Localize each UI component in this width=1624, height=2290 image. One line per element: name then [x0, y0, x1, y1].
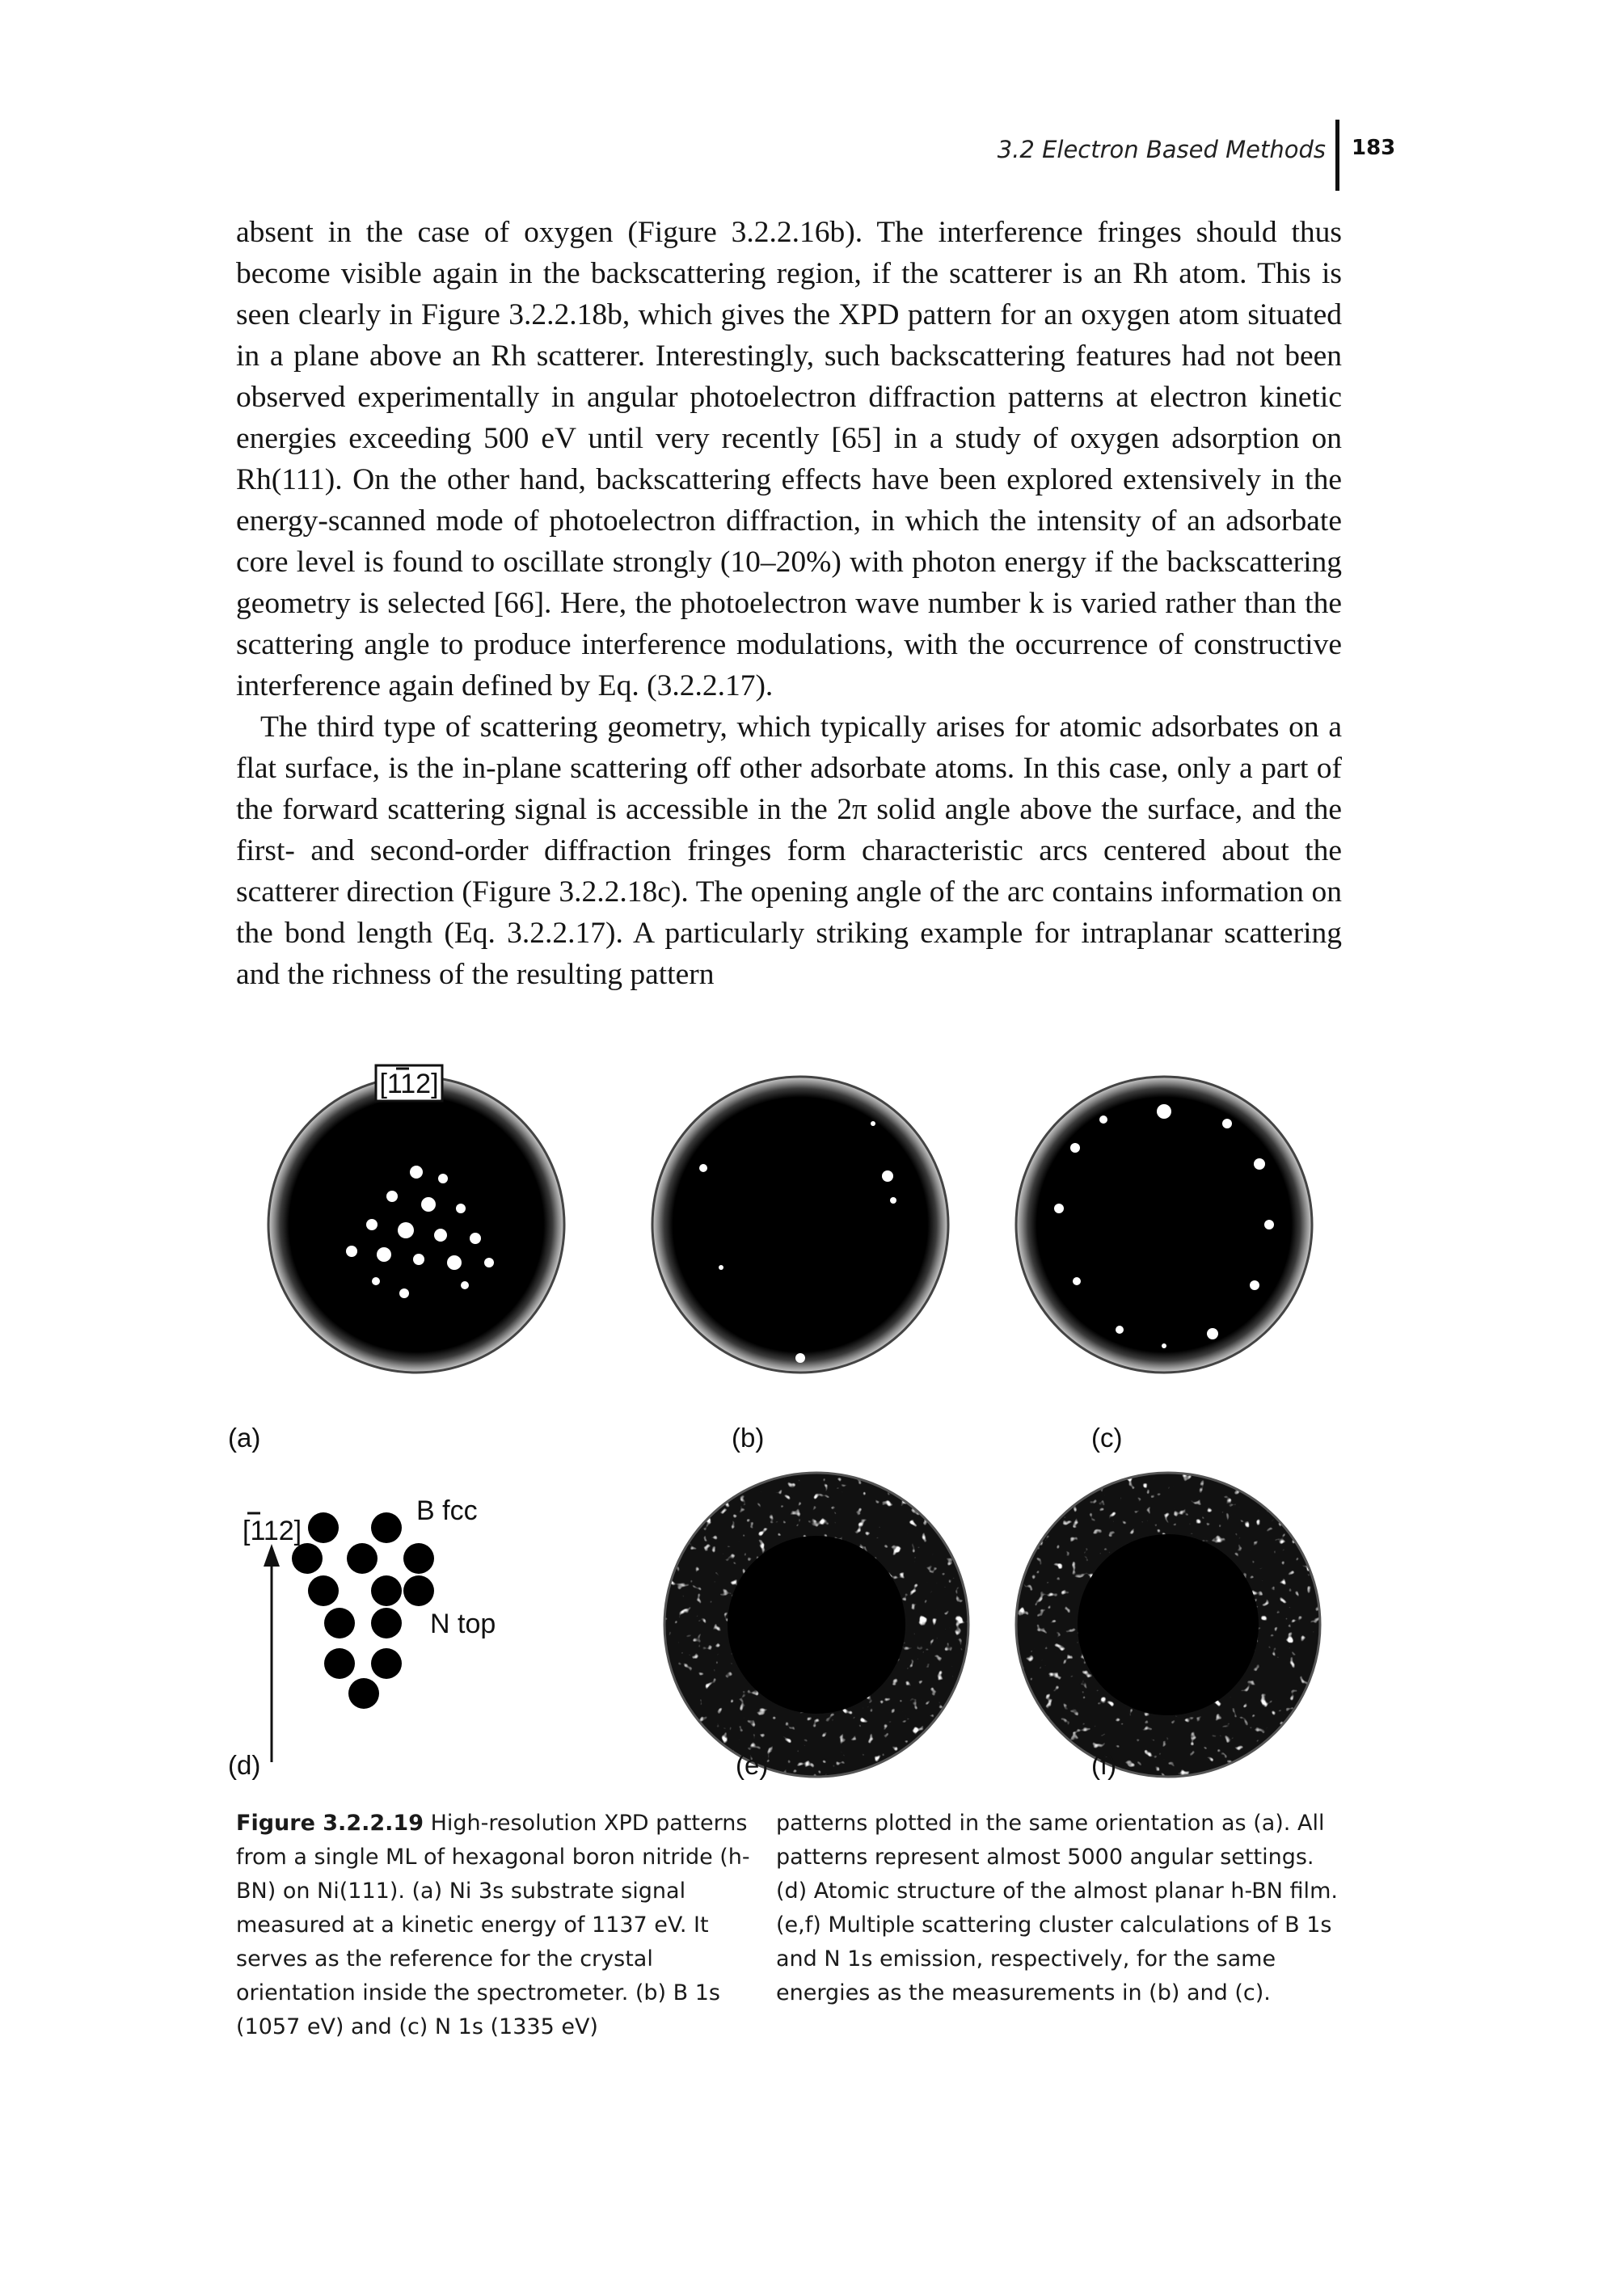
panel-label-f: (f) [1091, 1750, 1116, 1780]
panel-label-b: (b) [732, 1423, 764, 1453]
panel-label-e: (e) [736, 1750, 768, 1780]
page-number: 183 [1352, 136, 1396, 160]
boron-fcc-label: B fcc [416, 1495, 478, 1526]
direction-indicator-a: [112] [374, 1064, 444, 1103]
figure-number: Figure 3.2.2.19 [236, 1811, 424, 1836]
figure-xpd-patterns: (a) (b) (c) [112] [112] [218, 1051, 1350, 1799]
body-text: absent in the case of oxygen (Figure 3.2… [236, 212, 1342, 995]
panel-a-pattern [267, 1075, 566, 1374]
panel-label-c: (c) [1091, 1423, 1122, 1453]
panel-c-pattern [1014, 1075, 1314, 1374]
caption-left-text: High-resolution XPD patterns from a sing… [236, 1811, 750, 2039]
paragraph-1: absent in the case of oxygen (Figure 3.2… [236, 216, 1342, 702]
panel-label-d: (d) [228, 1750, 260, 1780]
panel-label-a: (a) [228, 1423, 260, 1453]
direction-label-d: [112] [243, 1516, 302, 1546]
figure-graphic: (a) (b) (c) [112] [112] [228, 1064, 1322, 1780]
header-rule [1335, 120, 1339, 191]
panel-b-pattern [651, 1075, 950, 1374]
panel-f-pattern [1014, 1471, 1322, 1778]
running-header: 3.2 Electron Based Methods [997, 136, 1326, 163]
panel-d-structure: [112] B fcc N top [243, 1495, 496, 1762]
figure-caption-right: patterns plotted in the same orientation… [776, 1811, 1338, 2005]
paragraph-2: The third type of scattering geometry, w… [236, 711, 1342, 991]
nitrogen-top-label: N top [430, 1609, 496, 1639]
direction-label-a: [112] [379, 1069, 438, 1099]
figure-caption-left: Figure 3.2.2.19 High-resolution XPD patt… [236, 1807, 753, 2044]
panel-e-pattern [663, 1471, 970, 1778]
